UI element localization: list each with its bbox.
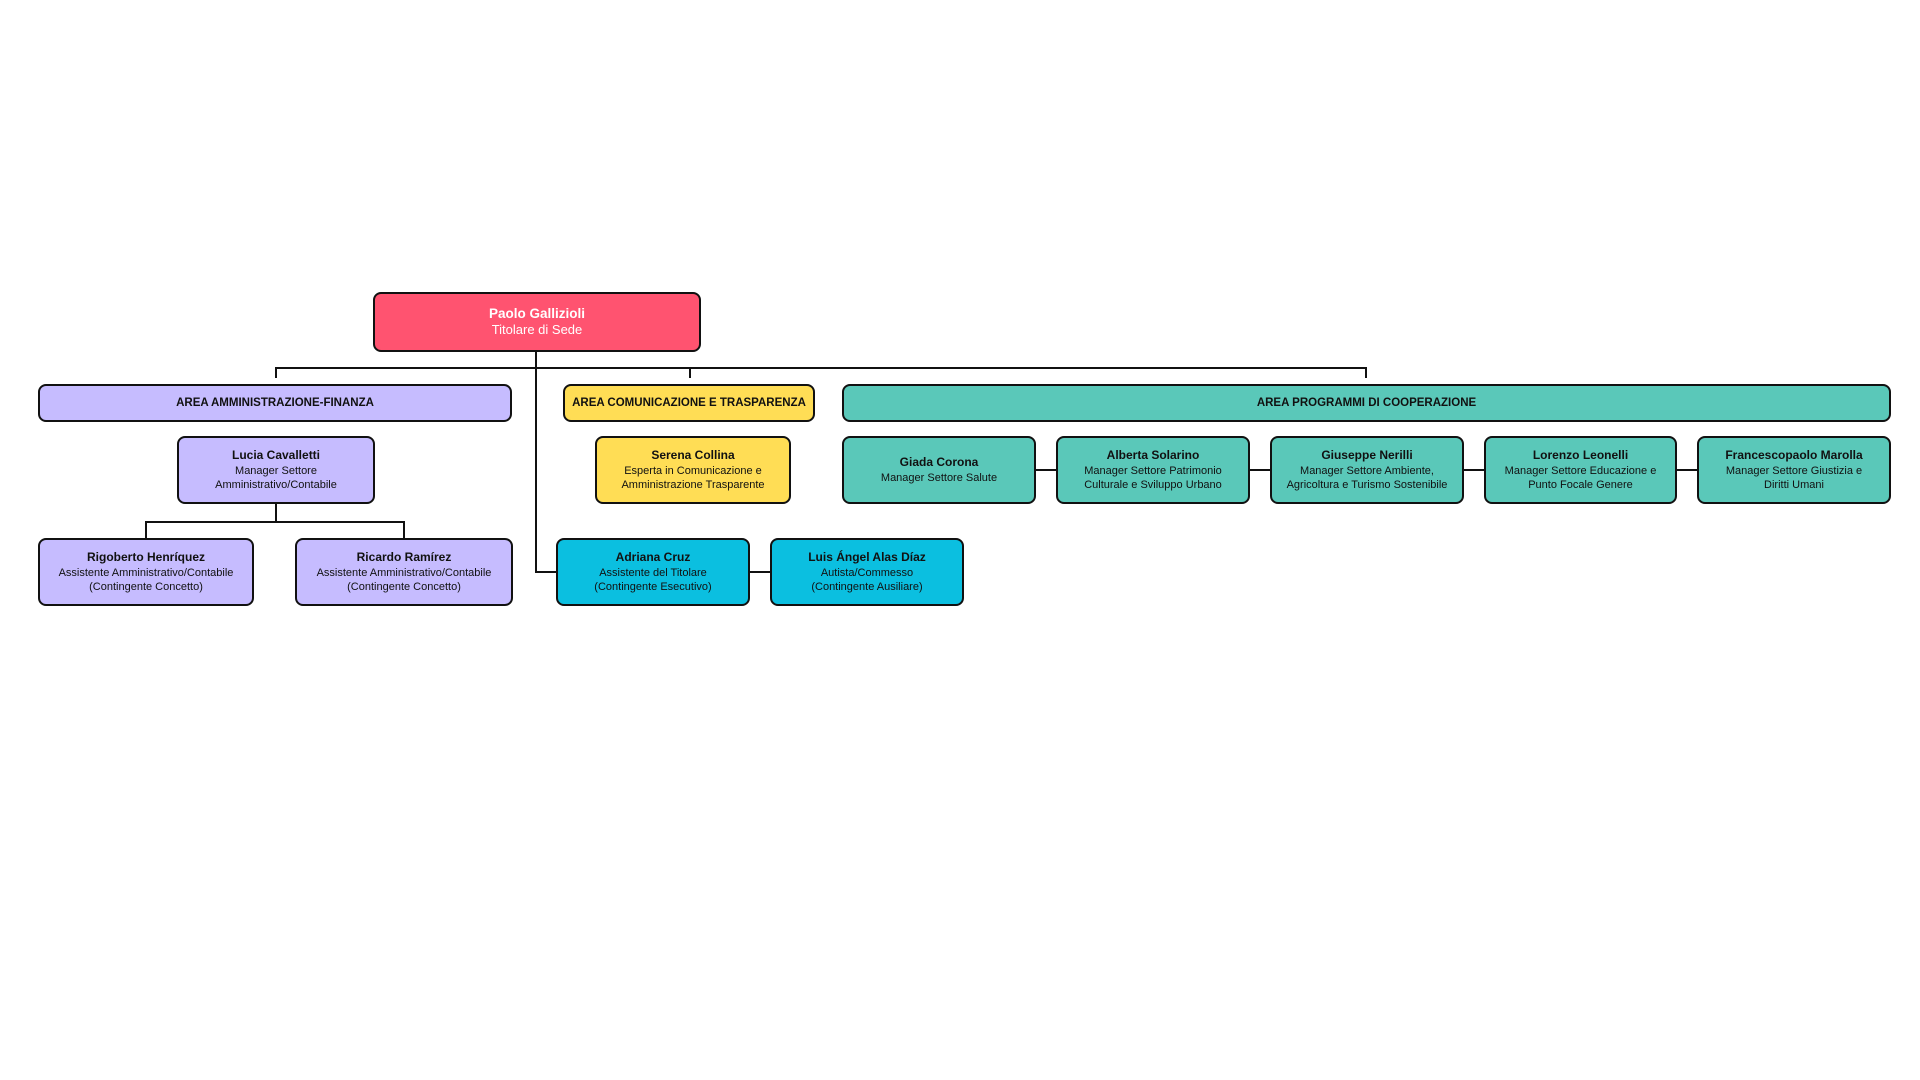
area-coop-header: AREA PROGRAMMI DI COOPERAZIONE bbox=[842, 384, 1891, 422]
root-role: Titolare di Sede bbox=[491, 322, 583, 338]
area-admin-header: AREA AMMINISTRAZIONE-FINANZA bbox=[38, 384, 512, 422]
admin-manager-node: Lucia Cavalletti Manager Settore Amminis… bbox=[177, 436, 375, 504]
person-role: Manager Settore Patrimonio Culturale e S… bbox=[1084, 464, 1222, 491]
admin-assistant-node: Rigoberto Henríquez Assistente Amministr… bbox=[38, 538, 254, 606]
person-role: Assistente del Titolare (Contingente Ese… bbox=[594, 566, 712, 593]
person-name: Alberta Solarino bbox=[1106, 447, 1200, 462]
person-name: Ricardo Ramírez bbox=[356, 549, 452, 564]
person-role: Manager Settore Salute bbox=[880, 471, 998, 484]
person-name: Rigoberto Henríquez bbox=[86, 549, 205, 564]
person-role: Manager Settore Amministrativo/Contabile bbox=[215, 464, 337, 491]
person-name: Adriana Cruz bbox=[615, 549, 691, 564]
root-node: Paolo Gallizioli Titolare di Sede bbox=[373, 292, 701, 352]
coop-manager-node: Giada Corona Manager Settore Salute bbox=[842, 436, 1036, 504]
comm-expert-node: Serena Collina Esperta in Comunicazione … bbox=[595, 436, 791, 504]
admin-assistant-node: Ricardo Ramírez Assistente Amministrativ… bbox=[295, 538, 513, 606]
coop-manager-node: Lorenzo Leonelli Manager Settore Educazi… bbox=[1484, 436, 1677, 504]
root-name: Paolo Gallizioli bbox=[488, 305, 586, 321]
coop-manager-node: Alberta Solarino Manager Settore Patrimo… bbox=[1056, 436, 1250, 504]
person-role: Manager Settore Educazione e Punto Focal… bbox=[1504, 464, 1657, 491]
person-role: Esperta in Comunicazione e Amministrazio… bbox=[621, 464, 765, 491]
person-name: Giada Corona bbox=[899, 455, 979, 470]
person-role: Manager Settore Giustizia e Diritti Uman… bbox=[1725, 464, 1863, 491]
person-name: Lucia Cavalletti bbox=[231, 447, 321, 462]
person-role: Autista/Commesso (Contingente Ausiliare) bbox=[811, 566, 923, 593]
person-name: Luis Ángel Alas Díaz bbox=[808, 549, 926, 564]
person-role: Manager Settore Ambiente, Agricoltura e … bbox=[1286, 464, 1448, 491]
person-name: Francescopaolo Marolla bbox=[1725, 447, 1863, 462]
staff-node: Adriana Cruz Assistente del Titolare (Co… bbox=[556, 538, 750, 606]
root-to-staff-connector bbox=[535, 368, 556, 573]
coop-manager-node: Giuseppe Nerilli Manager Settore Ambient… bbox=[1270, 436, 1464, 504]
person-name: Giuseppe Nerilli bbox=[1321, 447, 1413, 462]
admin-manager-to-assistants-connector bbox=[145, 504, 405, 538]
coop-manager-node: Francescopaolo Marolla Manager Settore G… bbox=[1697, 436, 1891, 504]
staff-node: Luis Ángel Alas Díaz Autista/Commesso (C… bbox=[770, 538, 964, 606]
person-role: Assistente Amministrativo/Contabile (Con… bbox=[58, 566, 234, 593]
person-name: Serena Collina bbox=[651, 447, 735, 462]
area-comm-header: AREA COMUNICAZIONE E TRASPARENZA bbox=[563, 384, 815, 422]
person-role: Assistente Amministrativo/Contabile (Con… bbox=[316, 566, 492, 593]
person-name: Lorenzo Leonelli bbox=[1532, 447, 1629, 462]
root-to-areas-connector bbox=[275, 352, 1367, 378]
